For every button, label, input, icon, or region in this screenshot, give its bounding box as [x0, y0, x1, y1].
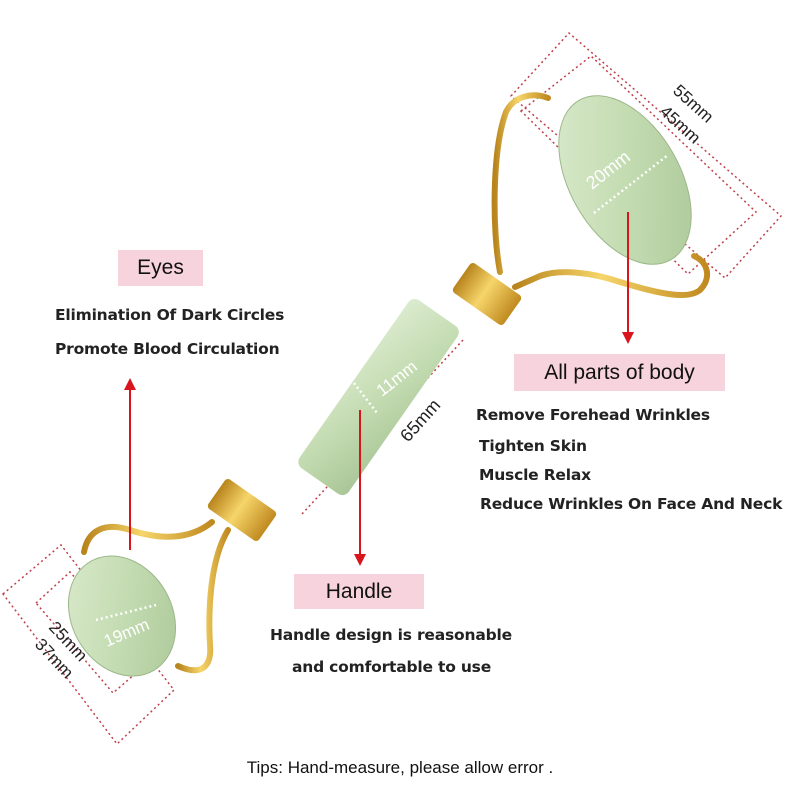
large-jade-stone: [558, 95, 692, 265]
body-benefit-item: Tighten Skin: [479, 437, 587, 455]
eyes-label: Eyes: [118, 250, 203, 286]
handle-diameter-guide: [353, 382, 378, 414]
small-stone-diameter-guide: [95, 603, 157, 622]
handle-label: Handle: [294, 574, 424, 609]
small-roller-frame: [175, 527, 231, 674]
large-roller-axle: [491, 92, 551, 275]
small-roller-axle: [81, 519, 215, 555]
handle-top-cap: [452, 263, 522, 325]
eyes-benefit-item: Promote Blood Circulation: [55, 340, 280, 358]
body-benefit-item: Remove Forehead Wrinkles: [476, 406, 710, 424]
eyes-benefit-item: Elimination Of Dark Circles: [55, 306, 285, 324]
body-benefit-item: Reduce Wrinkles On Face And Neck: [480, 495, 783, 513]
body-label: All parts of body: [514, 354, 725, 391]
body-benefit-item: Muscle Relax: [479, 466, 591, 484]
small-jade-stone: [67, 555, 177, 677]
jade-handle: [298, 299, 459, 496]
handle-bottom-cap: [207, 479, 277, 541]
tips-note: Tips: Hand-measure, please allow error .: [246, 758, 554, 777]
handle-description-line: Handle design is reasonable: [270, 626, 512, 644]
handle-description-line: and comfortable to use: [292, 658, 492, 676]
large-roller-frame: [512, 253, 711, 298]
large-stone-diameter-guide: [593, 154, 669, 214]
